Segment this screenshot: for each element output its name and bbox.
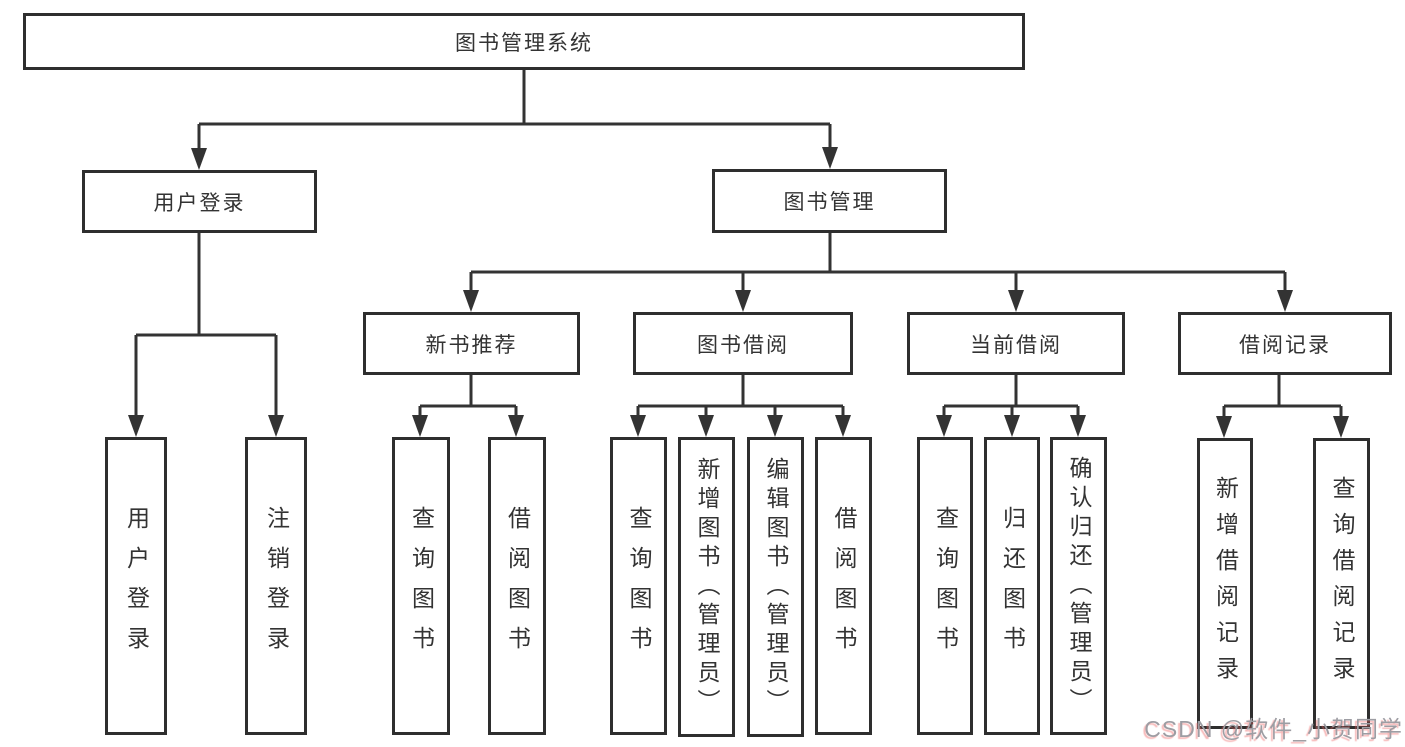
node-new-book-recommend: 新书推荐 xyxy=(363,312,580,375)
node-current-borrowing: 当前借阅 xyxy=(907,312,1125,375)
node-user-login-branch: 用户登录 xyxy=(82,170,317,233)
node-book-management-branch: 图书管理 xyxy=(712,169,947,233)
node-borrowing-records: 借阅记录 xyxy=(1178,312,1392,375)
leaf-newbook-borrow-books: 借阅图书 xyxy=(488,437,546,735)
node-root-system: 图书管理系统 xyxy=(23,13,1025,70)
leaf-user-login: 用户登录 xyxy=(105,437,167,735)
leaf-newbook-query-books: 查询图书 xyxy=(392,437,450,735)
watermark: CSDN @软件_小贺同学 xyxy=(1144,716,1403,742)
leaf-borrow-edit-books-admin: 编辑图书（管理员） xyxy=(747,437,804,737)
leaf-borrow-borrow-books: 借阅图书 xyxy=(815,437,872,735)
leaf-borrow-add-books-admin: 新增图书（管理员） xyxy=(678,437,735,737)
leaf-borrow-query-books: 查询图书 xyxy=(610,437,667,735)
leaf-records-add-record: 新增借阅记录 xyxy=(1197,438,1253,729)
leaf-current-query-books: 查询图书 xyxy=(917,437,973,735)
arrowheads xyxy=(128,147,1349,438)
leaf-current-confirm-return-admin: 确认归还（管理员） xyxy=(1050,437,1107,735)
leaf-current-return-books: 归还图书 xyxy=(984,437,1040,735)
leaf-logout: 注销登录 xyxy=(245,437,307,735)
leaf-records-query-record: 查询借阅记录 xyxy=(1313,438,1370,729)
node-book-borrowing: 图书借阅 xyxy=(633,312,853,375)
